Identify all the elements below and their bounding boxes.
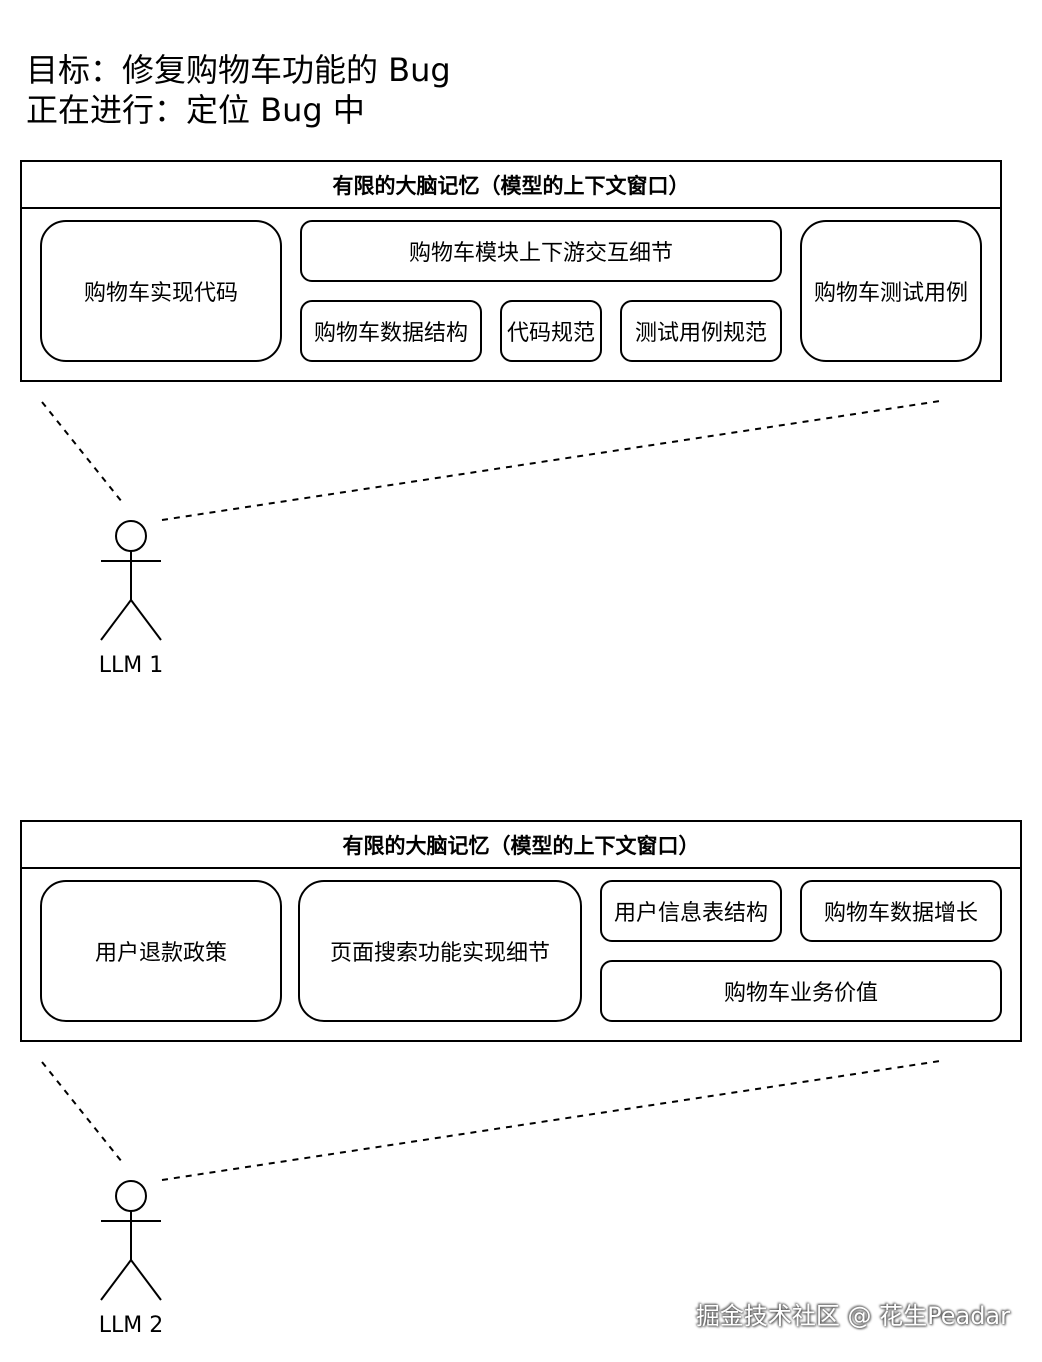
view-line-1-left [41, 401, 123, 503]
box-cart-data-structure: 购物车数据结构 [300, 300, 482, 362]
goal-text: 目标：修复购物车功能的 Bug [26, 51, 451, 89]
box-refund-policy: 用户退款政策 [40, 880, 282, 1022]
actor-2-label: LLM 2 [98, 1313, 164, 1338]
box-cart-impl-code: 购物车实现代码 [40, 220, 282, 362]
in-progress-text: 正在进行：定位 Bug 中 [26, 91, 365, 129]
panel-2-title: 有限的大脑记忆（模型的上下文窗口） [22, 822, 1020, 869]
box-code-style: 代码规范 [500, 300, 602, 362]
box-user-table: 用户信息表结构 [600, 880, 782, 942]
box-test-style: 测试用例规范 [620, 300, 782, 362]
box-cart-data-growth: 购物车数据增长 [800, 880, 1002, 942]
view-line-2-left [41, 1061, 123, 1163]
stick-figure-2-icon [100, 1180, 162, 1301]
box-cart-module-details: 购物车模块上下游交互细节 [300, 220, 782, 282]
view-line-1-right [161, 400, 941, 521]
panel-1-title: 有限的大脑记忆（模型的上下文窗口） [22, 162, 1000, 209]
box-search-details: 页面搜索功能实现细节 [298, 880, 582, 1022]
stick-figure-1-icon [100, 520, 162, 641]
actor-1-label: LLM 1 [98, 653, 164, 678]
view-line-2-right [161, 1060, 941, 1181]
box-cart-business-value: 购物车业务价值 [600, 960, 1002, 1022]
box-cart-test-cases: 购物车测试用例 [800, 220, 982, 362]
watermark: 掘金技术社区 @ 花生Peadar [695, 1302, 1010, 1330]
